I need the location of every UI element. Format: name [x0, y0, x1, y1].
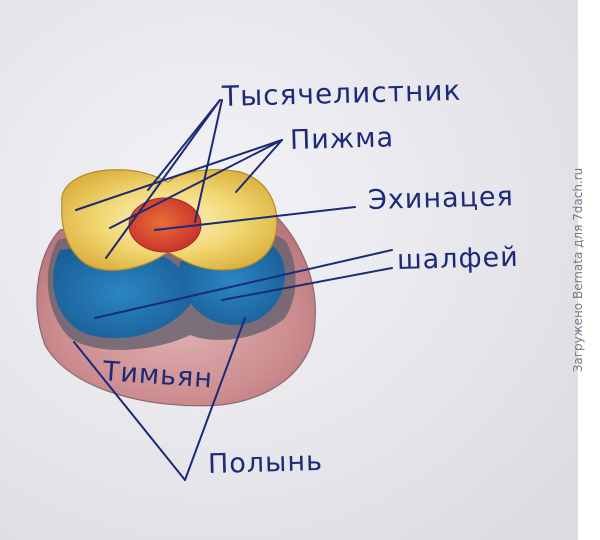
label-sage: шалфей	[396, 241, 520, 276]
label-wormwood: Полынь	[207, 445, 324, 480]
pointer-lines	[73, 99, 393, 481]
watermark-text: Загружено Bernata для 7dach.ru	[571, 167, 585, 373]
label-tansy: Пижма	[289, 122, 395, 156]
label-thyme: Тимьян	[101, 356, 215, 395]
label-yarrow: Тысячелистник	[221, 73, 462, 113]
label-echinacea: Эхинацея	[367, 181, 515, 216]
sage-zone-left	[53, 247, 191, 339]
watermark-strip	[578, 0, 600, 540]
